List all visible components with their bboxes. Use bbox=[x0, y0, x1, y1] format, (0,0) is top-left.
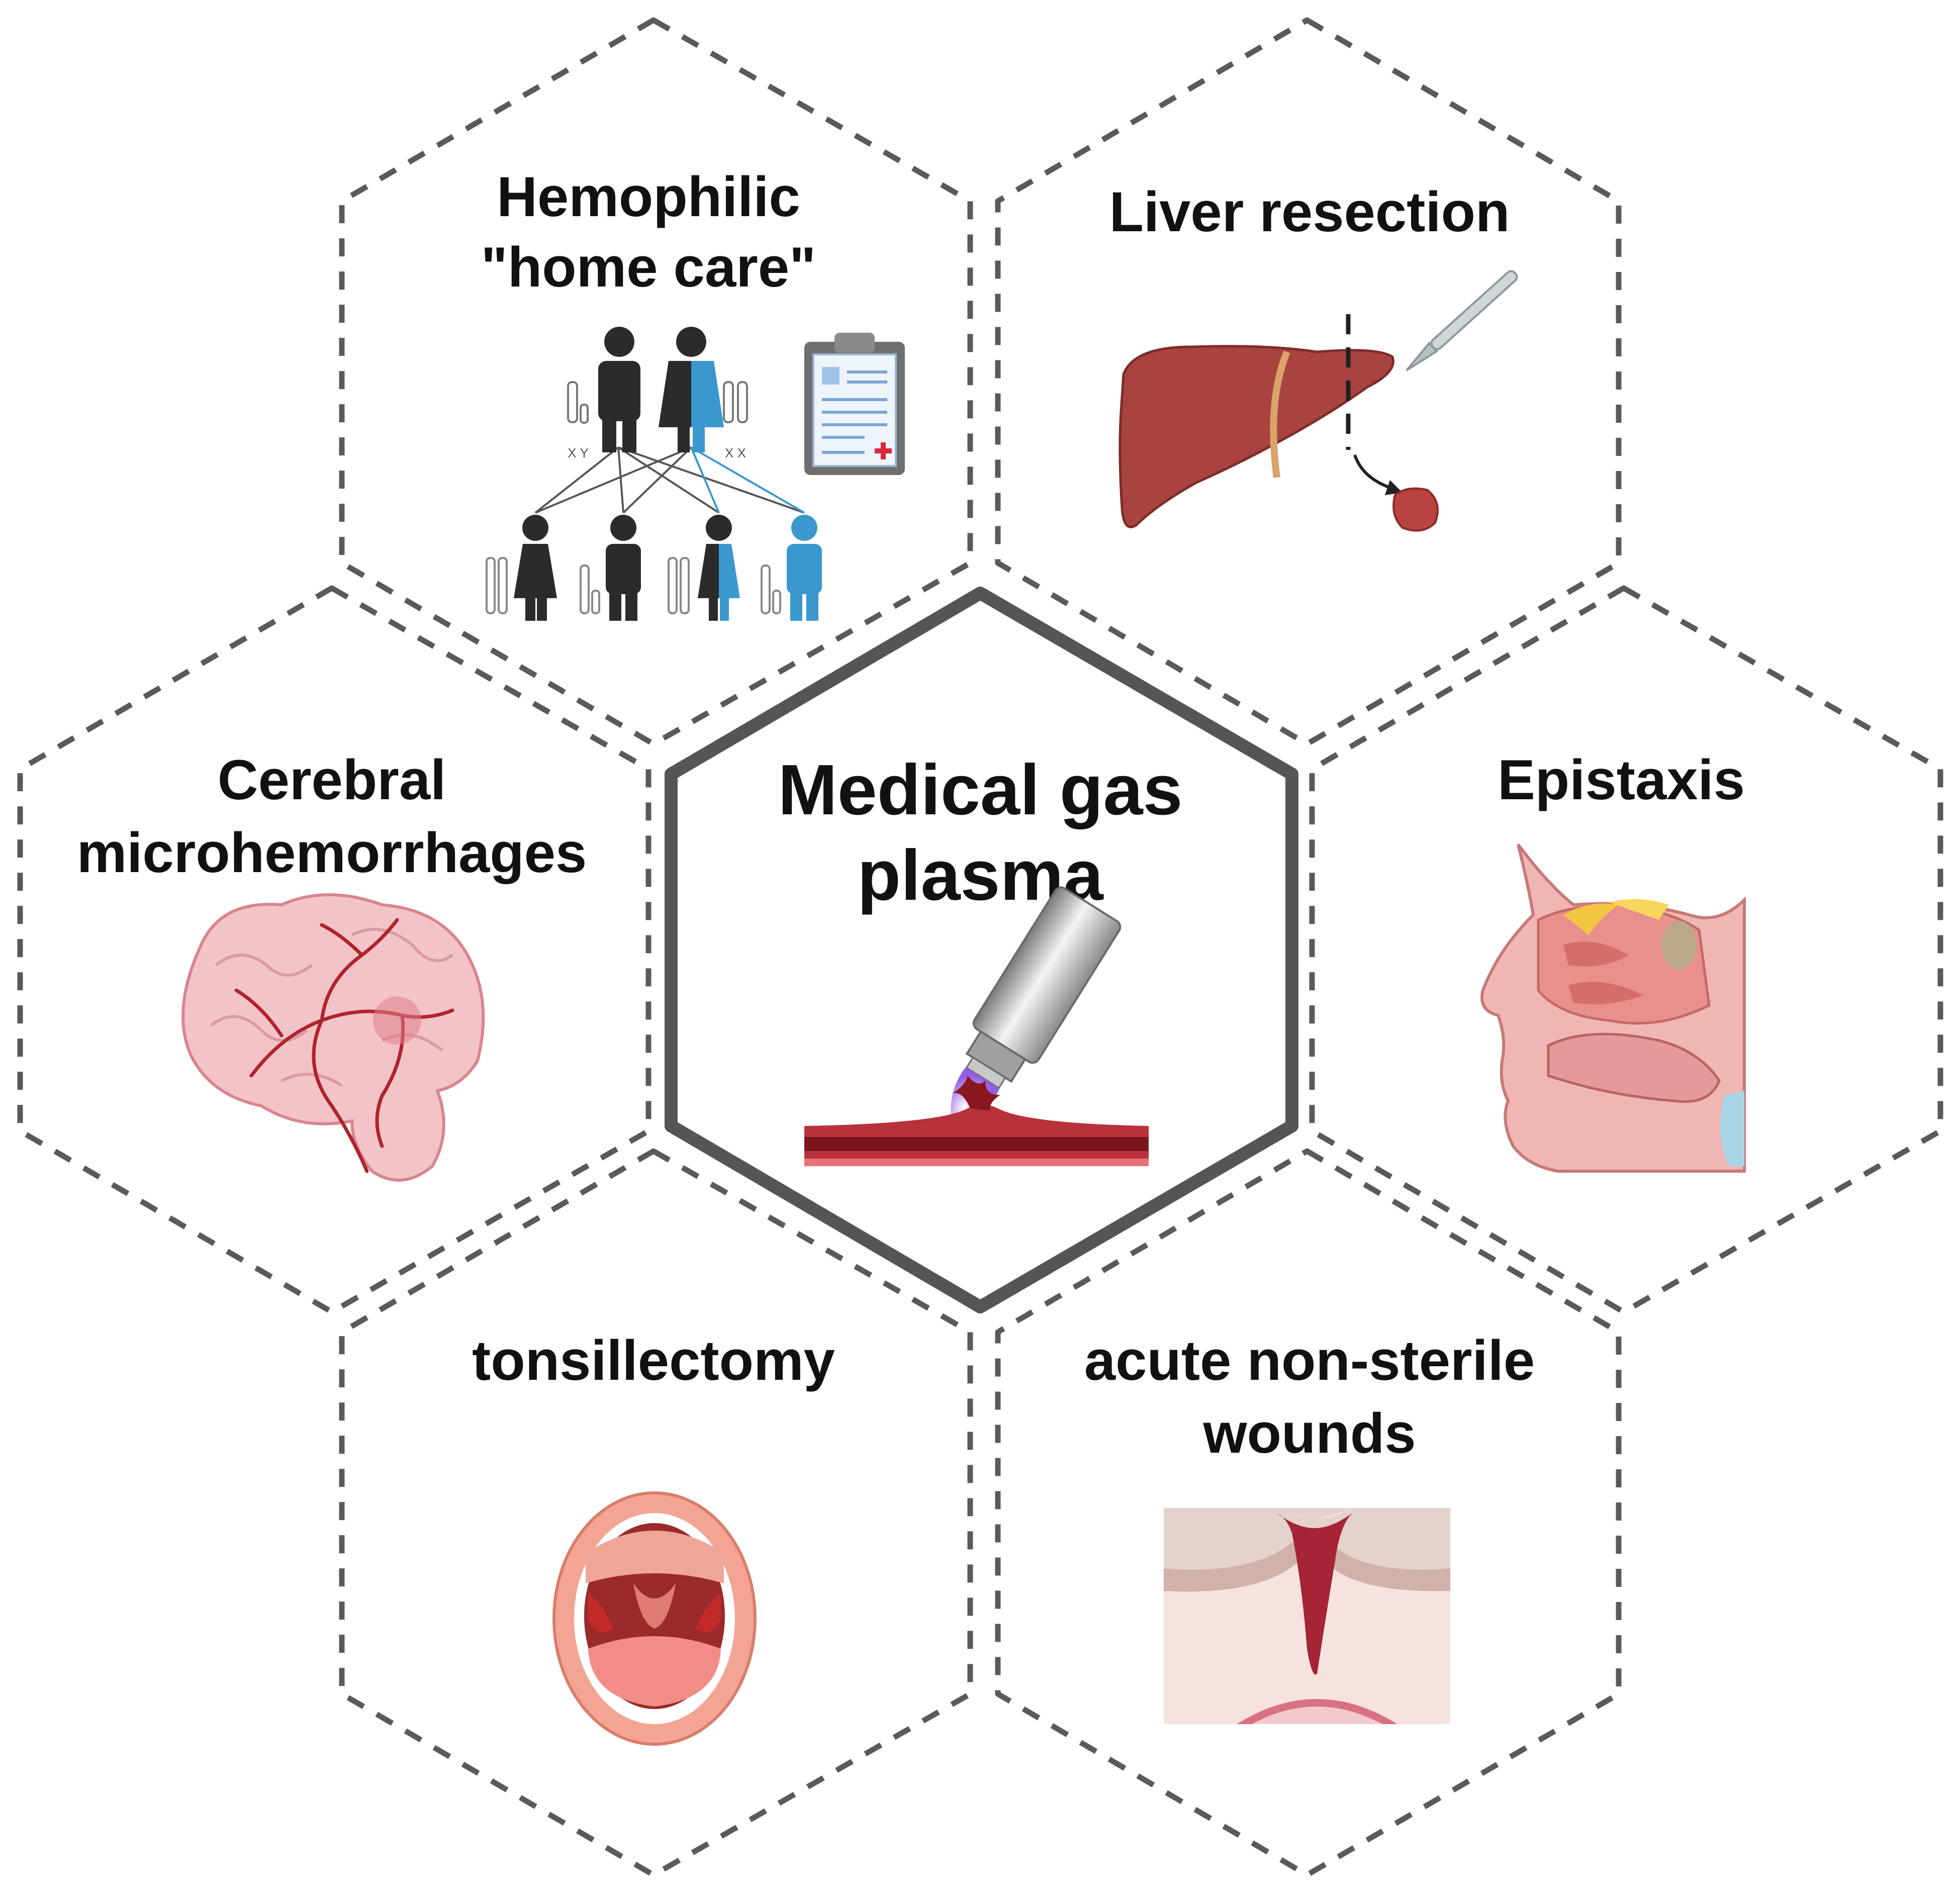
chrom-label-xx: X X bbox=[725, 445, 746, 460]
center-title-line1: Medical gas bbox=[778, 750, 1183, 830]
label-hemophilic-line2: "home care" bbox=[481, 236, 816, 299]
liver-icon bbox=[1118, 270, 1518, 532]
open-mouth-icon bbox=[552, 1491, 757, 1746]
hex-wounds bbox=[995, 1148, 1622, 1878]
label-liver: Liver resection bbox=[1109, 180, 1510, 243]
vessel-tissue-icon bbox=[804, 1076, 1149, 1166]
label-epistaxis: Epistaxis bbox=[1498, 748, 1745, 811]
label-tonsil: tonsillectomy bbox=[472, 1329, 835, 1392]
label-hemophilic-line1: Hemophilic bbox=[497, 165, 800, 228]
brain-icon bbox=[181, 893, 485, 1182]
label-cerebral-line1: Cerebral bbox=[218, 748, 446, 811]
label-wounds-line1: acute non-sterile bbox=[1084, 1329, 1535, 1392]
clipboard-icon bbox=[804, 333, 905, 475]
label-wounds-line2: wounds bbox=[1202, 1402, 1416, 1465]
pedigree-icon: X Y X X bbox=[486, 327, 822, 621]
nasal-cavity-icon bbox=[1480, 843, 1746, 1173]
label-cerebral-line2: microhemorrhages bbox=[77, 821, 587, 884]
hex-center bbox=[665, 587, 1298, 1313]
chrom-label-xy: X Y bbox=[568, 445, 588, 460]
skin-wound-icon bbox=[1164, 1508, 1450, 1724]
hex-liver bbox=[995, 17, 1622, 747]
